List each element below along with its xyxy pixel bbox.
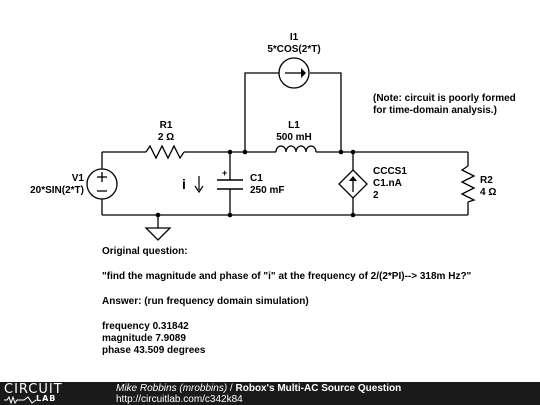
circuit-title[interactable]: Robox's Multi-AC Source Question bbox=[235, 383, 402, 394]
note-line-2: for time-domain analysis.) bbox=[373, 105, 497, 116]
i1-value: 5*COS(2*T) bbox=[267, 44, 320, 55]
circuitlab-logo-text: CIRCUIT bbox=[4, 382, 63, 397]
result-phase: phase 43.509 degrees bbox=[102, 345, 206, 356]
footer-credit: Mike Robbins (mrobbins) / Robox's Multi-… bbox=[116, 383, 401, 394]
credit-separator: / bbox=[227, 383, 236, 394]
resistor-r1[interactable] bbox=[145, 144, 185, 160]
current-arrow-icon bbox=[194, 176, 204, 194]
question-heading: Original question: bbox=[102, 246, 188, 257]
wire-i1-branch bbox=[244, 72, 279, 152]
svg-text:+: + bbox=[222, 168, 227, 178]
inductor-l1[interactable] bbox=[275, 145, 317, 153]
circuitlab-logo-lab: LAB bbox=[36, 394, 57, 403]
result-frequency: frequency 0.31842 bbox=[102, 321, 189, 332]
v1-name: V1 bbox=[72, 173, 85, 184]
footer-bar: CIRCUIT LAB Mike Robbins (mrobbins) / Ro… bbox=[0, 382, 540, 405]
result-magnitude: magnitude 7.9089 bbox=[102, 333, 186, 344]
cccs1-gain: 2 bbox=[373, 190, 379, 201]
dependent-source-cccs1[interactable] bbox=[338, 169, 368, 199]
question-text: "find the magnitude and phase of "i" at … bbox=[102, 271, 472, 282]
c1-value: 250 mF bbox=[250, 185, 284, 196]
voltage-source-v1[interactable] bbox=[86, 168, 118, 200]
cccs1-name: CCCS1 bbox=[373, 166, 407, 177]
note-line-1: (Note: circuit is poorly formed bbox=[373, 93, 516, 104]
i1-name: I1 bbox=[290, 32, 299, 43]
junction-dot bbox=[350, 212, 356, 218]
ground-icon bbox=[144, 215, 172, 241]
r2-name: R2 bbox=[480, 175, 493, 186]
cccs1-value: C1.nA bbox=[373, 178, 402, 189]
waveform-logo-icon bbox=[4, 396, 36, 404]
v1-value: 20*SIN(2*T) bbox=[30, 185, 84, 196]
r1-value: 2 Ω bbox=[158, 132, 174, 143]
resistor-r2[interactable] bbox=[460, 165, 476, 203]
l1-value: 500 mH bbox=[276, 132, 312, 143]
junction-dot bbox=[227, 212, 233, 218]
l1-name: L1 bbox=[288, 120, 300, 131]
junction-dot bbox=[338, 149, 344, 155]
junction-dot bbox=[227, 149, 233, 155]
r2-value: 4 Ω bbox=[480, 187, 496, 198]
current-source-i1[interactable] bbox=[278, 57, 310, 89]
wire-i1-branch-right bbox=[310, 72, 342, 152]
current-label: i bbox=[182, 176, 186, 192]
answer-text: Answer: (run frequency domain simulation… bbox=[102, 296, 309, 307]
r1-name: R1 bbox=[160, 120, 173, 131]
junction-dot bbox=[242, 149, 248, 155]
junction-dot bbox=[350, 149, 356, 155]
circuit-url-link[interactable]: http://circuitlab.com/c342k84 bbox=[116, 394, 243, 405]
capacitor-c1[interactable]: + bbox=[217, 168, 243, 190]
author-name[interactable]: Mike Robbins (mrobbins) bbox=[116, 383, 228, 394]
c1-name: C1 bbox=[250, 173, 263, 184]
